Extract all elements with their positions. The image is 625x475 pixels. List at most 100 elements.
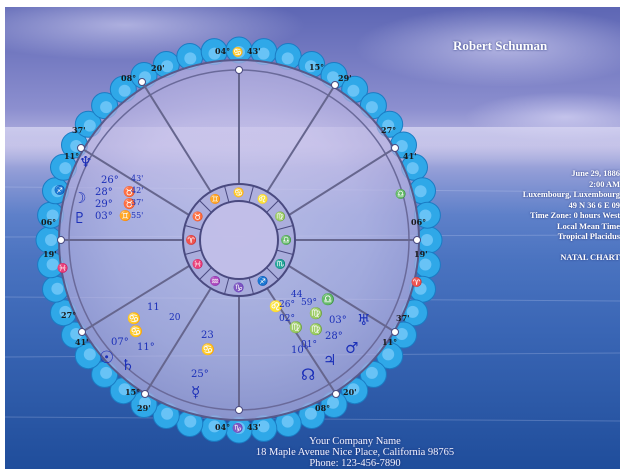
inner-circle	[199, 200, 279, 280]
cusp-label-dsc-degree: 06°	[411, 217, 426, 227]
zodiac-divider	[199, 267, 212, 280]
zodiac-divider	[276, 249, 294, 255]
pluto-degree: 29°	[95, 199, 113, 210]
scallop-highlight	[233, 422, 245, 434]
moon-glyph: ☽	[73, 189, 86, 207]
uranus-glyph: ♅	[357, 311, 370, 329]
cusp-label-mc-degree: 04°	[215, 46, 230, 56]
zodiac-glyph-aries: ♈	[186, 234, 197, 246]
scallop-highlight	[365, 101, 378, 114]
house-system: Tropical Placidus	[557, 232, 620, 241]
zodiac-glyph-scorpio: ♏	[274, 258, 285, 270]
cusp-label-h8-degree: 27°	[381, 125, 396, 135]
scallop-highlight	[419, 209, 432, 222]
zodiac-divider	[276, 225, 294, 231]
zodiac-glyph-gemini: ♊	[210, 193, 221, 205]
mercury-glyph: ☿	[191, 383, 200, 401]
cusp-label-h2-degree: 27°	[61, 310, 76, 320]
zodiac-divider	[266, 267, 279, 280]
scallop-highlight	[46, 258, 59, 271]
sign-glyph-virgo: ♍	[309, 323, 323, 336]
birth-date: June 29, 1886	[571, 169, 620, 178]
cusp-label-h3-degree: 15°	[125, 387, 140, 397]
cusp-marker	[413, 236, 421, 244]
scallop-highlight	[406, 162, 419, 175]
cusp-label-h2-minute: 41'	[75, 337, 89, 347]
planet-degree: 44	[291, 290, 303, 300]
jupiter-degree: 10°	[291, 345, 309, 356]
cusp-label-h9-degree: 15°	[309, 62, 324, 72]
scallop-highlight	[184, 415, 197, 428]
scallop-highlight	[118, 84, 131, 97]
house-cusp-line	[81, 265, 190, 333]
neptune-minute: 43'	[131, 174, 143, 183]
scallop-highlight	[406, 305, 419, 318]
cusp-label-h6-degree: 37'	[396, 313, 410, 323]
zodiac-divider	[248, 277, 254, 295]
sign-glyph-cancer: ♋	[127, 312, 141, 325]
cusp-label-h11-minute: 20'	[151, 63, 165, 73]
scallop-highlight	[365, 366, 378, 379]
scallop-highlight	[184, 52, 197, 65]
zodiac-divider	[184, 225, 202, 231]
cusp-label-ic-minute: 43'	[247, 422, 261, 432]
cusp-label-dsc-minute: 19'	[414, 249, 428, 259]
saturn-degree: 11°	[137, 342, 155, 353]
cusp-marker	[235, 66, 243, 74]
venus-degree: 25°	[191, 369, 209, 380]
scallop-highlight	[382, 348, 395, 361]
cusp-marker	[138, 78, 146, 86]
scallop-highlight	[347, 84, 360, 97]
neptune-glyph: ♆	[79, 153, 92, 171]
company-phone: Phone: 123-456-7890	[309, 458, 401, 469]
scallop-highlight	[83, 119, 96, 132]
scallop-highlight	[100, 366, 113, 379]
zodiac-glyph-virgo: ♍	[274, 210, 285, 222]
cusp-label-h9-minute: 29'	[338, 73, 352, 83]
scallop-highlight	[421, 234, 433, 246]
zodiac-glyph-taurus: ♉	[192, 210, 203, 222]
cloud-shape	[355, 7, 620, 87]
cusp-marker	[78, 328, 86, 336]
cusp-label-h12-degree: 37'	[72, 125, 86, 135]
zodiac-divider	[224, 185, 230, 203]
moon-minute: 42'	[131, 186, 143, 195]
sun-degree: 07°	[111, 337, 129, 348]
sign-glyph-taurus: ♉	[123, 197, 135, 210]
cusp-marker	[332, 390, 340, 398]
cusp-marker	[235, 406, 243, 414]
person-name: Robert Schuman	[453, 38, 548, 53]
scallop-highlight	[347, 383, 360, 396]
zodiac-glyph-libra: ♎	[281, 234, 292, 246]
company-footer: Your Company Name 18 Maple Avenue Nice P…	[205, 436, 505, 469]
scallop-highlight	[281, 52, 294, 65]
scallop-highlight	[139, 396, 151, 409]
chart-canvas: ♈♉♊♋♌♍♎♏♐♑♒♓ 04° ♋ 43' 04° ♑ 43' 06° 19	[5, 7, 620, 469]
uranus-degree: 03°	[329, 315, 347, 326]
venus-minute: 23	[201, 330, 214, 341]
pluto-glyph: ♇	[73, 209, 86, 227]
mars-degree: 28°	[325, 331, 343, 342]
cusp-label-mc-minute: 43'	[247, 46, 261, 56]
scallop-highlight	[51, 185, 64, 198]
neptune-degree: 26°	[101, 175, 119, 186]
cusp-label-asc-minute: 19'	[43, 249, 57, 259]
cusp-label-h5-degree: 08°	[315, 403, 330, 413]
planet-degree: 26°	[279, 300, 295, 310]
zodiac-divider	[248, 185, 254, 203]
cusp-label-h6-minute: 11°	[382, 337, 397, 347]
sign-glyph-gemini: ♊	[119, 209, 131, 222]
sign-glyph-pisces: ♓	[57, 262, 68, 274]
house-cusp-line	[266, 287, 337, 395]
scallop-highlight	[327, 71, 339, 84]
planet-degree: 02°	[279, 314, 295, 324]
scallop-highlight	[161, 407, 174, 420]
node-minute: 55'	[131, 211, 143, 220]
scalloped-border	[35, 36, 443, 444]
sign-glyph-virgo: ♍	[309, 307, 323, 320]
mars-glyph: ♂	[345, 339, 358, 357]
sign-glyph-libra: ♎	[395, 188, 406, 200]
north-node-glyph: ☊	[301, 365, 315, 384]
zodiac-glyph-aquarius: ♒	[210, 275, 221, 287]
cusp-label-asc-degree: 06°	[41, 217, 56, 227]
